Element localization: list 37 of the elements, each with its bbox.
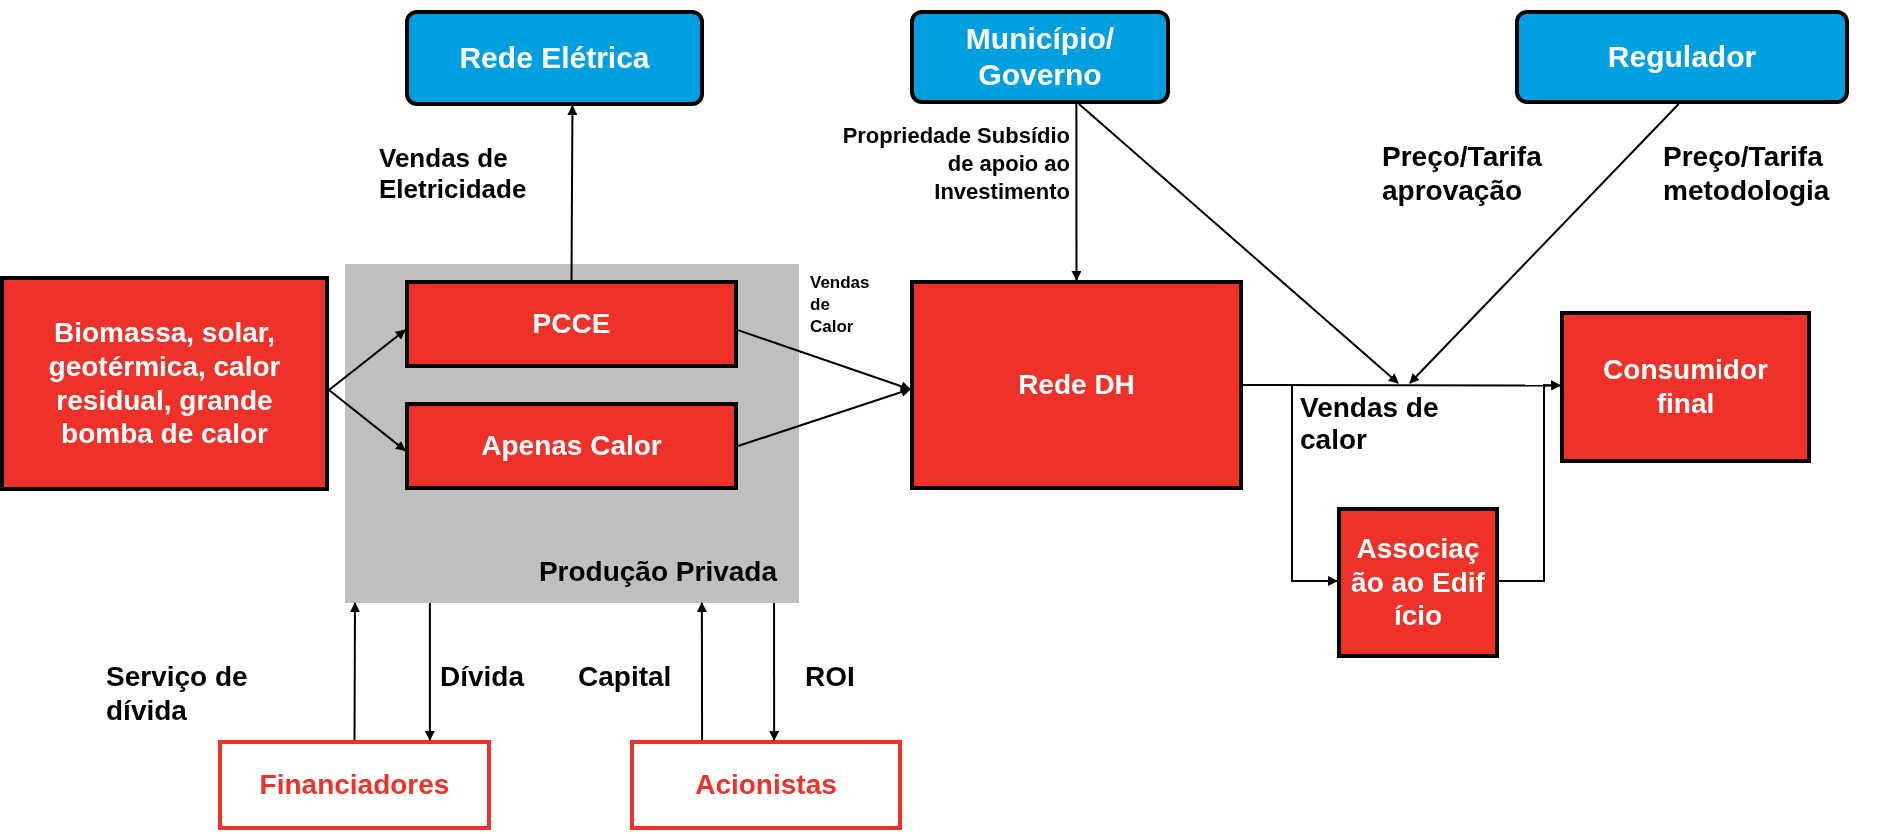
arrow xyxy=(424,602,435,741)
process-box: Biomassa, solar, geotérmica, calor residual, grande bomba de calor xyxy=(0,276,329,491)
edge-label: Vendas de Eletricidade xyxy=(379,143,528,206)
arrow xyxy=(349,602,360,741)
stakeholder-box: Financiadores xyxy=(218,740,491,830)
arrow xyxy=(1078,103,1399,384)
group-panel xyxy=(345,264,799,603)
edge-label: Propriedade Subsídio de apoio ao Investimento xyxy=(841,122,1070,206)
arrow xyxy=(1242,384,1338,586)
edge-label: Vendas de calor xyxy=(1300,392,1440,456)
arrow xyxy=(737,387,911,447)
edge-label: Vendas de Calor xyxy=(810,272,870,338)
process-box: Apenas Calor xyxy=(405,402,738,490)
arrow xyxy=(769,602,780,741)
stakeholder-box: Município/ Governo xyxy=(910,10,1170,104)
group-label: Produção Privada xyxy=(538,555,777,589)
edge-label: Capital xyxy=(578,660,673,694)
annotation-label: Preço/Tarifa metodologia xyxy=(1663,140,1831,208)
arrow xyxy=(1071,103,1082,281)
arrow xyxy=(696,602,707,741)
stakeholder-box: Rede Elétrica xyxy=(405,10,704,106)
process-box: Consumidor final xyxy=(1560,311,1811,463)
arrow xyxy=(1498,380,1561,582)
process-box: PCCE xyxy=(405,280,738,368)
arrow xyxy=(328,388,406,452)
edge-label: ROI xyxy=(805,660,856,694)
arrow xyxy=(737,329,911,391)
process-box: Associação ao Edifício xyxy=(1337,507,1499,658)
stakeholder-box: Regulador xyxy=(1515,10,1849,104)
annotation-label: Preço/Tarifa aprovação xyxy=(1382,140,1543,208)
arrow xyxy=(328,329,406,391)
edge-label: Dívida xyxy=(440,660,526,694)
arrow xyxy=(567,105,578,281)
edge-label: Serviço de dívida xyxy=(106,660,249,728)
arrow xyxy=(1409,103,1680,384)
process-box: Rede DH xyxy=(910,280,1243,490)
stakeholder-box: Acionistas xyxy=(630,740,902,830)
